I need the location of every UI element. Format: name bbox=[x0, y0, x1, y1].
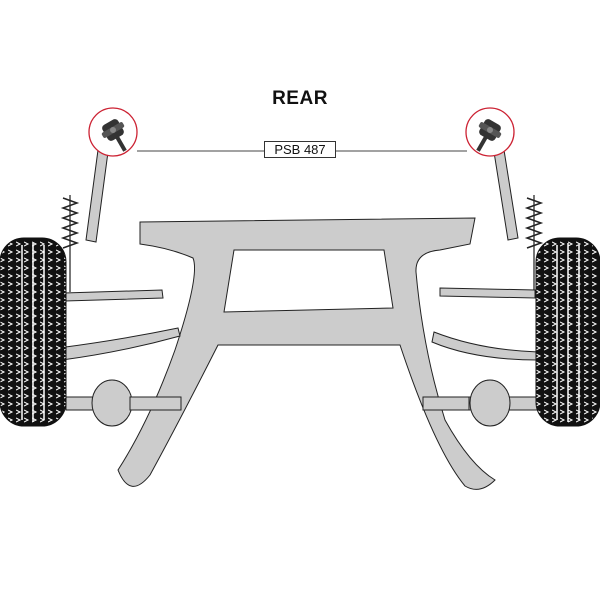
left-damper bbox=[85, 149, 109, 243]
left-wheel-icon bbox=[0, 237, 67, 427]
left-trailing-arm bbox=[57, 327, 181, 361]
right-upper-link bbox=[439, 287, 536, 299]
right-damper bbox=[493, 149, 519, 241]
part-code-label: PSB 487 bbox=[264, 141, 336, 158]
right-highlight bbox=[465, 107, 515, 157]
right-trailing-arm bbox=[431, 331, 539, 361]
right-bushing-icon bbox=[476, 119, 502, 152]
right-wheel-icon bbox=[535, 237, 600, 427]
right-coil-spring-icon bbox=[524, 195, 544, 292]
left-bushing-icon bbox=[101, 119, 127, 152]
subframe bbox=[117, 217, 496, 490]
left-highlight bbox=[88, 107, 138, 157]
right-driveshaft bbox=[422, 379, 539, 427]
diagram-title: REAR bbox=[272, 88, 328, 109]
left-upper-link bbox=[63, 289, 164, 302]
left-coil-spring-icon bbox=[60, 195, 80, 292]
